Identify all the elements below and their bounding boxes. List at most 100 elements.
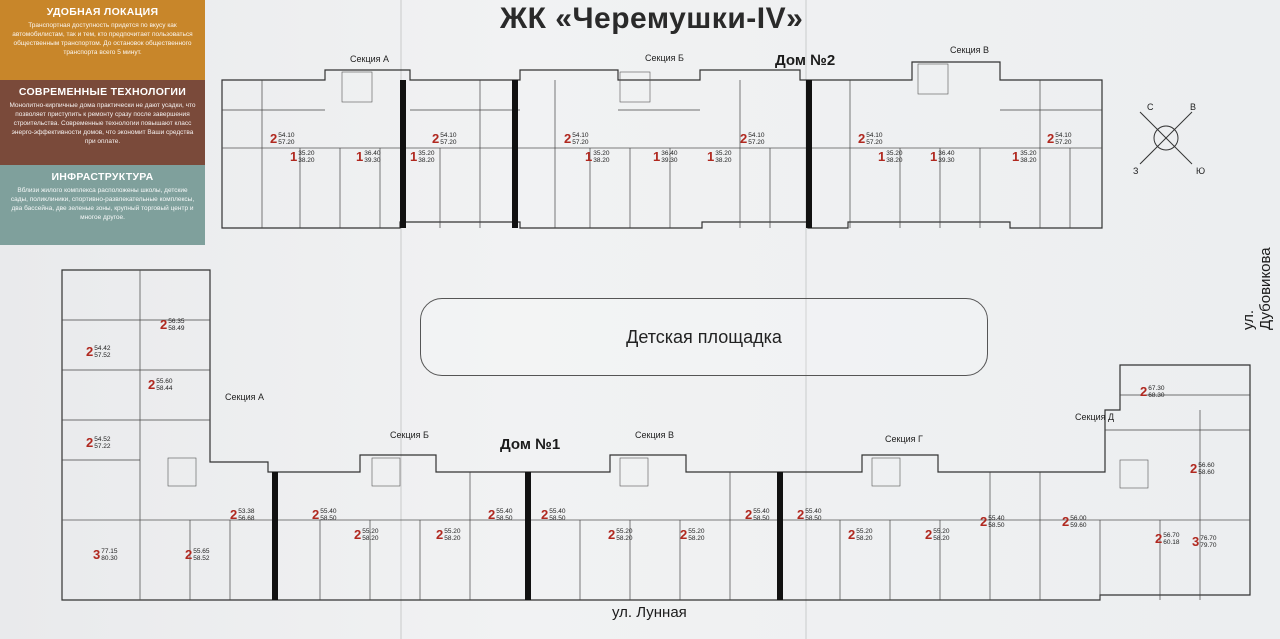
- apartment-rooms: 1: [878, 149, 886, 164]
- info-panel-title: УДОБНАЯ ЛОКАЦИЯ: [46, 6, 159, 18]
- info-panel-title: ИНФРАСТРУКТУРА: [51, 171, 154, 183]
- apartment-rooms: 2: [432, 131, 440, 146]
- apartment-rooms: 1: [707, 149, 715, 164]
- apartment-rooms: 2: [270, 131, 278, 146]
- apartment-rooms: 2: [230, 507, 238, 522]
- apartment-rooms: 2: [436, 527, 444, 542]
- apartment-rooms: 2: [848, 527, 856, 542]
- info-panel-text: Вблизи жилого комплекса расположены школ…: [10, 187, 195, 221]
- apartment-rooms: 2: [745, 507, 753, 522]
- apartment-rooms: 2: [858, 131, 866, 146]
- street-dubovikova: ул. Дубовикова: [1240, 247, 1274, 330]
- apartment-rooms: 2: [541, 507, 549, 522]
- street-lunnaya: ул. Лунная: [612, 604, 687, 621]
- apartment-rooms: 2: [1062, 514, 1070, 529]
- apartment-rooms: 2: [185, 547, 193, 562]
- apartment-rooms: 2: [1047, 131, 1055, 146]
- apartment-rooms: 2: [1190, 461, 1198, 476]
- info-panel-text: Транспортная доступность придется по вку…: [12, 22, 193, 56]
- apartment-rooms: 2: [608, 527, 616, 542]
- house2-section-a: Секция А: [350, 54, 390, 64]
- apartment-rooms: 1: [1012, 149, 1020, 164]
- paper-fold: [400, 0, 402, 639]
- info-panel-infrastructure: ИНФРАСТРУКТУРА Вблизи жилого комплекса р…: [0, 165, 205, 245]
- compass-south: Ю: [1196, 166, 1206, 176]
- apartment-rooms: 2: [680, 527, 688, 542]
- apartment-rooms: 2: [925, 527, 933, 542]
- info-panel-text: Монолитно-кирпичные дома практически не …: [9, 102, 196, 145]
- apartment-rooms: 2: [86, 435, 94, 450]
- house2-label: Дом №2: [775, 52, 836, 69]
- apartment-rooms: 1: [585, 149, 593, 164]
- apartment-rooms: 2: [797, 507, 805, 522]
- compass-east: В: [1190, 102, 1197, 112]
- apartment-rooms: 2: [312, 507, 320, 522]
- info-panel-title: СОВРЕМЕННЫЕ ТЕХНОЛОГИИ: [18, 86, 187, 98]
- house2-section-b: Секция Б: [645, 53, 684, 63]
- apartment-rooms: 2: [148, 377, 156, 392]
- house1-section-d: Секция Д: [1075, 412, 1115, 422]
- compass-north: С: [1147, 102, 1154, 112]
- apartment-rooms: 2: [488, 507, 496, 522]
- apartment-rooms: 3: [93, 547, 101, 562]
- apartment-rooms: 3: [1192, 534, 1200, 549]
- house1-section-a: Секция А: [225, 392, 265, 402]
- house1-section-v: Секция В: [635, 430, 675, 440]
- house1-section-b: Секция Б: [390, 430, 429, 440]
